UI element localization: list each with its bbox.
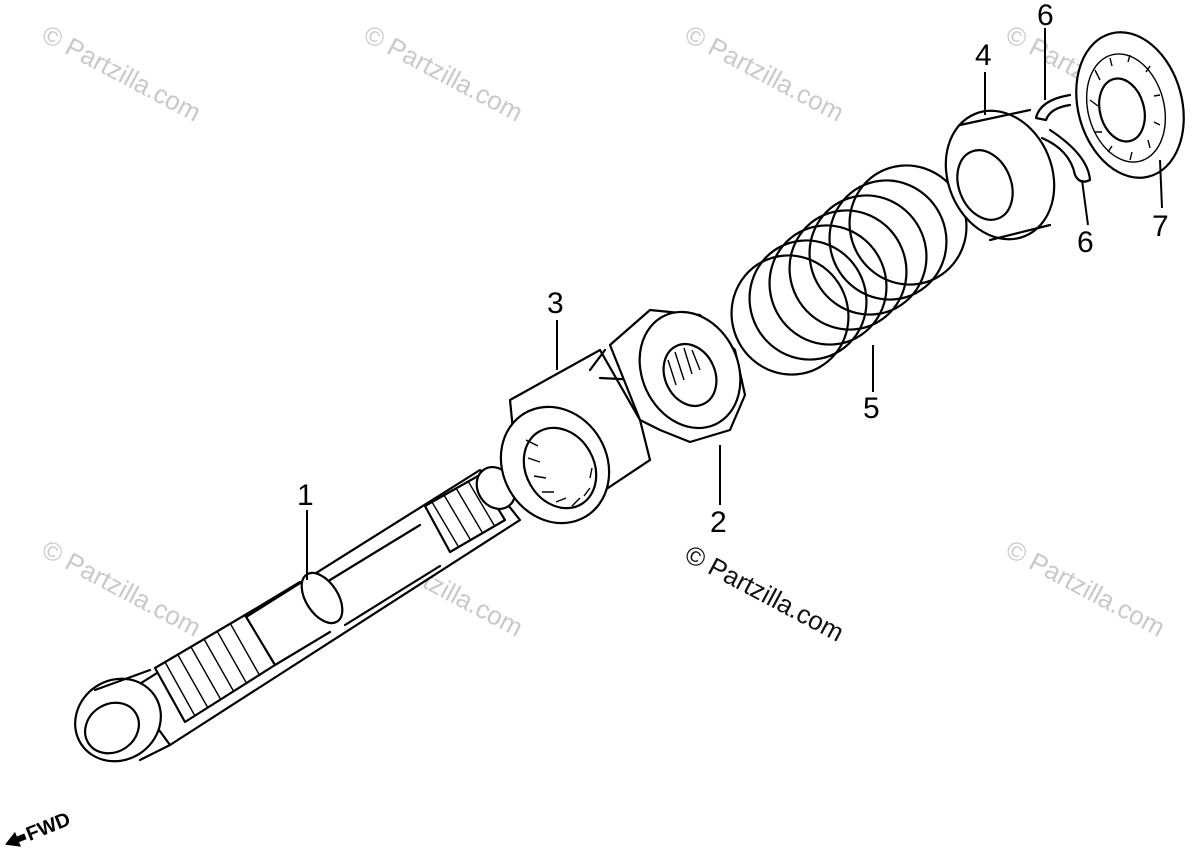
ratchet-part-2 (608, 308, 747, 444)
label-part-3: 3 (547, 287, 564, 320)
watermark-1: © Partzilla.com (37, 19, 206, 128)
bearing-part-7 (1075, 31, 1185, 179)
forward-arrow-icon (5, 831, 27, 847)
seat-part-4 (944, 108, 1056, 242)
part-labels: 1 3 2 5 4 6 6 7 (297, 0, 1169, 539)
pinion-part-3 (499, 348, 652, 525)
watermark-2: © Partzilla.com (359, 19, 528, 128)
watermark-3: © Partzilla.com (680, 19, 849, 128)
label-part-1: 1 (297, 479, 314, 512)
shaft-part-1 (74, 466, 522, 763)
label-part-6-bottom: 6 (1077, 226, 1094, 259)
label-part-5: 5 (863, 392, 880, 425)
label-part-4: 4 (975, 39, 992, 72)
label-part-2: 2 (710, 506, 727, 539)
forward-label: FWD (23, 808, 73, 845)
spring-part-5 (730, 164, 968, 376)
watermark-7: © Partzilla.com (1001, 534, 1170, 643)
label-part-6-top: 6 (1037, 0, 1054, 32)
watermark-5: © Partzilla.com (37, 534, 206, 643)
forward-indicator: FWD (5, 808, 74, 847)
copyright-credit: © Partzilla.com (680, 539, 849, 648)
leader-lines (306, 28, 1163, 580)
label-part-7: 7 (1152, 210, 1169, 243)
